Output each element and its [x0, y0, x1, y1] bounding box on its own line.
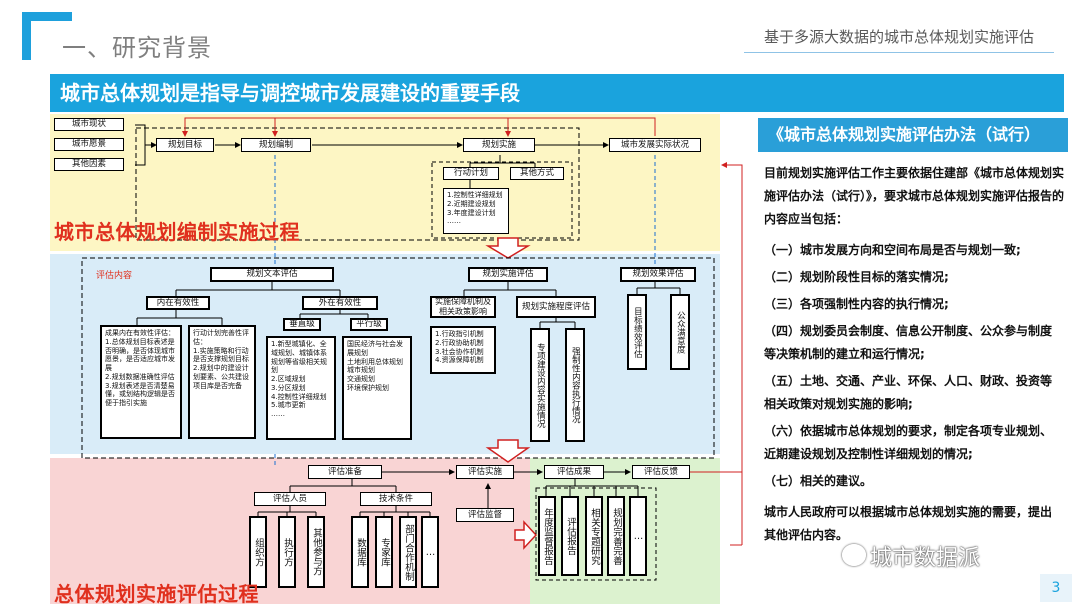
vertical-list: 1.新型城镇化、全域规划、城镇体系规划等省级相关规划 2.区域规划 3.分区规划… [266, 336, 336, 440]
flow-actual-status: 城市发展实际状况 [609, 138, 701, 152]
page-number: 3 [1051, 580, 1061, 596]
eval-effect: 规划效果评估 [620, 267, 696, 282]
right-item-1: （一）城市发展方向和空间布局是否与规划一致; [764, 243, 1021, 257]
result-topic-study: 相关专题研究 [585, 496, 603, 576]
eval-degree: 规划实施程度评估 [516, 296, 596, 318]
tech-more: … [421, 516, 439, 588]
process-monitor: 评估监督 [456, 508, 514, 522]
eval-special-projects: 专项建设内容实施情况 [530, 328, 550, 442]
input-vision: 城市愿景 [54, 138, 124, 151]
eval-external: 外在有效性 [302, 296, 378, 310]
people-executor: 执行方 [278, 516, 296, 588]
people-organizer: 组织方 [249, 516, 267, 588]
result-eval-report: 评估报告 [561, 496, 579, 576]
section-title: 一、研究背景 [62, 34, 212, 62]
eval-internal: 内在有效性 [146, 296, 210, 310]
tech-experts: 专家库 [375, 516, 393, 588]
input-other: 其他因素 [54, 158, 124, 171]
process-feedback: 评估反馈 [632, 465, 690, 479]
right-panel-title: 《城市总体规划实施评估办法（试行） [758, 118, 1068, 152]
process-result: 评估成果 [544, 465, 604, 479]
eval-zone-label: 总体规划实施评估过程 [54, 582, 259, 606]
right-item-2: （二）规划阶段性目标的落实情况; [764, 270, 949, 284]
internal-result-list: 成果内在有效性评估： 1.总体规划目标表述是否明确，是否体现城市愿景，是否适应城… [100, 325, 182, 439]
process-prep: 评估准备 [308, 465, 382, 479]
right-panel: 目前规划实施评估工作主要依据住建部《城市总体规划实施评估办法（试行）》，要求城市… [758, 156, 1068, 604]
right-item-4: （四）规划委员会制度、信息公开制度、公众参与制度等决策机制的建立和运行情况; [764, 324, 1053, 361]
eval-mandatory: 强制性内容执行情况 [565, 328, 585, 442]
right-intro: 目前规划实施评估工作主要依据住建部《城市总体规划实施评估办法（试行）》，要求城市… [764, 166, 1065, 226]
wechat-icon [842, 544, 866, 566]
process-impl: 评估实施 [456, 465, 514, 479]
compile-zone-label: 城市总体规划编制实施过程 [54, 220, 300, 244]
result-more: … [629, 496, 647, 576]
page-number-background [1040, 574, 1072, 602]
watermark-text: 城市数据派 [870, 546, 981, 571]
people-others: 其他参与方 [307, 516, 325, 588]
eval-public-satisfaction: 公众满意度 [670, 294, 690, 370]
input-current: 城市现状 [54, 118, 124, 131]
internal-plan-list: 行动计划完善性评估： 1.实施策略和行动是否支撑规划目标 2.规划中的建设计划要… [188, 325, 256, 439]
eval-text: 规划文本评估 [210, 267, 334, 282]
right-item-6: （六）依据城市总体规划的要求，制定各项专业规划、近期建设规划及控制性详细规划的情… [764, 424, 1053, 461]
flow-impl: 规划实施 [463, 138, 535, 152]
impl-other-ways: 其他方式 [510, 167, 564, 180]
tech-cooperation: 部门合作机制 [399, 516, 417, 588]
impl-list: 1.控制性详细规划 2.近期建设规划 3.年度建设计划 …… [443, 188, 509, 234]
right-closing: 城市人民政府可以根据城市总体规划实施的需要，提出其他评估内容。 [764, 505, 1053, 542]
tech-database: 数据库 [351, 516, 369, 588]
report-title: 基于多源大数据的城市总体规划实施评估 [763, 28, 1034, 46]
flow-compile: 规划编制 [241, 138, 311, 152]
eval-content-label: 评估内容 [96, 271, 133, 281]
eval-parallel: 平行级 [350, 318, 388, 331]
eval-impl: 规划实施评估 [468, 267, 548, 282]
right-item-5: （五）土地、交通、产业、环保、人口、财政、投资等相关政策对规划实施的影响; [764, 374, 1053, 411]
impl-dashed-frame [431, 161, 573, 239]
eval-vertical: 垂直级 [283, 318, 321, 331]
process-people: 评估人员 [254, 492, 326, 506]
banner-headline: 城市总体规划是指导与调控城市发展建设的重要手段 [50, 74, 1064, 112]
flow-goal: 规划目标 [156, 138, 214, 152]
eval-goal-performance: 目标绩效评估 [627, 294, 647, 370]
right-item-7: （七）相关的建议。 [764, 474, 873, 488]
compile-zone [50, 114, 720, 251]
right-item-3: （三）各项强制性内容的执行情况; [764, 297, 949, 311]
header-divider [744, 52, 1054, 53]
impl-action-plan: 行动计划 [443, 167, 499, 180]
compile-dashed-frame [135, 127, 580, 241]
corner-bracket-decoration [22, 12, 72, 60]
mechanism-list: 1.行政指引机制 2.行政协助机制 3.社会协作机制 4.资源保障机制 [430, 326, 496, 374]
parallel-list: 国民经济与社会发展规划 土地利用总体规划 城市规划 交通规划 环境保护规划 [342, 336, 412, 440]
eval-mechanism: 实施保障机制及相关政策影响 [430, 296, 496, 318]
result-annual-report: 年度监督报告 [538, 496, 556, 576]
process-tech: 技术条件 [360, 492, 432, 506]
result-plan-improve: 规划完善完善 [607, 496, 625, 576]
